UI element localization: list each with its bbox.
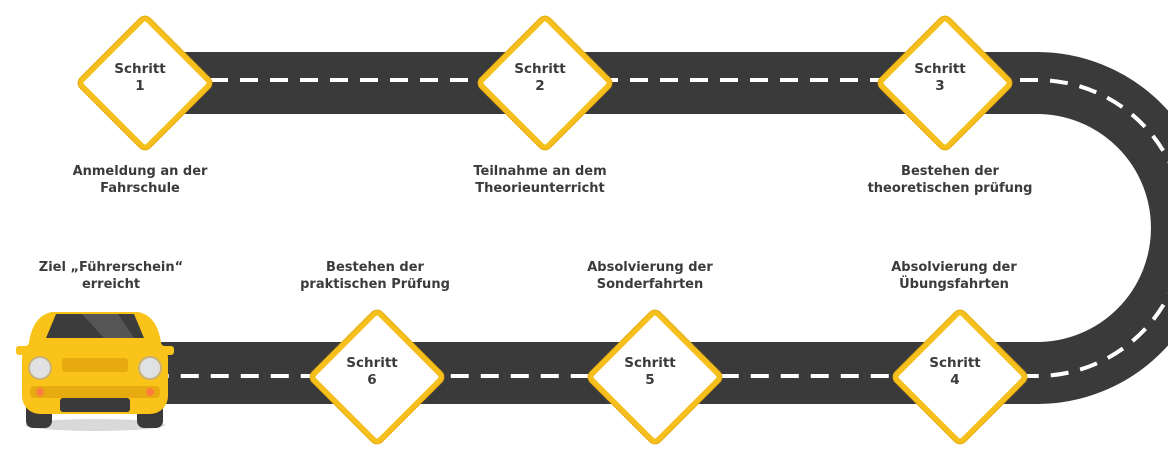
step-label: Schritt [114, 61, 166, 77]
road [150, 52, 1168, 404]
step-number: 6 [367, 372, 377, 388]
step-caption-4: Absolvierung der Übungsfahrten [891, 260, 1017, 292]
step-number: 2 [535, 78, 545, 94]
step-caption-2: Teilnahme an dem Theorieunterricht [473, 164, 607, 196]
step-label: Schritt [624, 355, 676, 371]
step-label: Schritt [929, 355, 981, 371]
step-number: 3 [935, 78, 945, 94]
step-number: 4 [950, 372, 960, 388]
car-icon [16, 312, 174, 431]
step-label: Schritt [346, 355, 398, 371]
step-caption-6: Bestehen der praktischen Prüfung [300, 260, 450, 292]
step-number: 5 [645, 372, 655, 388]
step-number: 1 [135, 78, 145, 94]
step-label: Schritt [914, 61, 966, 77]
goal-caption: Ziel „Führerschein“ erreicht [38, 260, 184, 292]
step-caption-1: Anmeldung an der Fahrschule [72, 164, 208, 196]
step-caption-5: Absolvierung der Sonderfahrten [587, 260, 713, 292]
step-label: Schritt [514, 61, 566, 77]
step-caption-3: Bestehen der theoretischen prüfung [867, 164, 1033, 196]
